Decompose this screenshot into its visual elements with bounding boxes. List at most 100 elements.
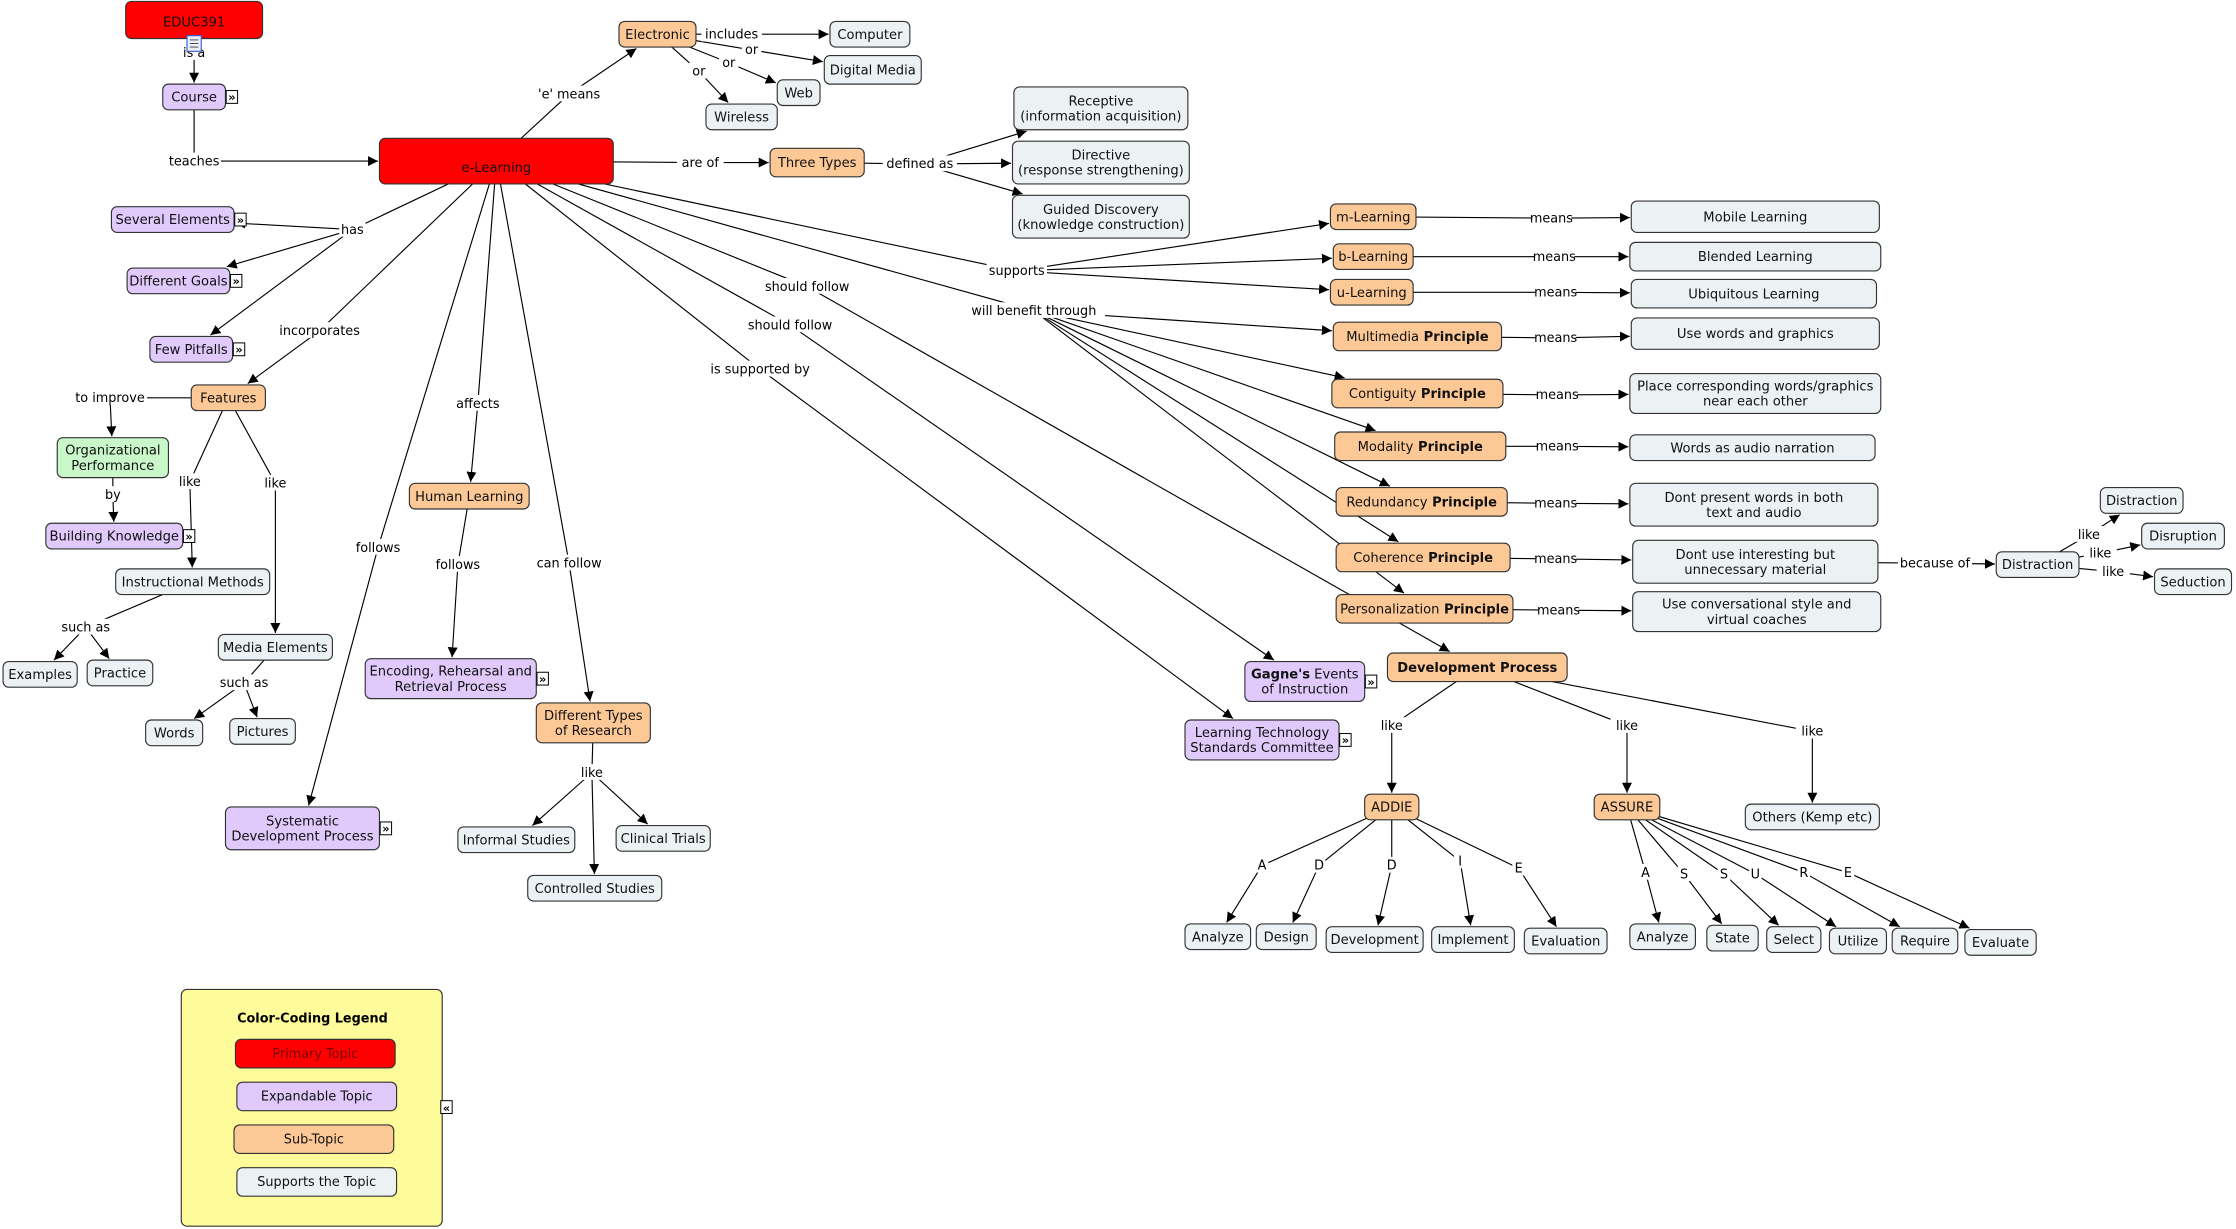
concept-guided[interactable]: Guided Discovery(knowledge construction) <box>1011 194 1190 239</box>
concept-box[interactable] <box>535 702 651 744</box>
concept-box[interactable] <box>1629 241 1882 272</box>
concept-wireless[interactable]: Wireless <box>705 103 778 131</box>
concept-computer[interactable]: Computer <box>829 20 911 48</box>
concept-box[interactable] <box>527 874 663 902</box>
concept-box[interactable] <box>2141 522 2225 550</box>
concept-digital[interactable]: Digital Media <box>823 55 922 85</box>
concept-s_analyze[interactable]: Analyze <box>1629 923 1697 951</box>
concept-mlearn[interactable]: m-Learning <box>1329 203 1417 231</box>
expand-right-icon[interactable]: » <box>379 821 393 836</box>
concept-box[interactable] <box>1632 539 1879 584</box>
concept-box[interactable] <box>1364 793 1420 821</box>
concept-box[interactable] <box>1335 487 1508 517</box>
concept-box[interactable] <box>378 137 614 185</box>
expand-right-icon[interactable]: » <box>1364 674 1378 689</box>
concept-box[interactable] <box>115 568 271 596</box>
concept-coherence[interactable]: Coherence Principle <box>1335 542 1511 573</box>
concept-box[interactable] <box>1828 927 1888 955</box>
concept-ubiquitous[interactable]: Ubiquitous Learning <box>1630 278 1878 309</box>
concept-box[interactable] <box>1331 378 1504 409</box>
concept-box[interactable] <box>1523 927 1608 955</box>
concept-box[interactable] <box>1632 591 1882 633</box>
concept-box[interactable] <box>457 826 576 854</box>
concept-box[interactable] <box>1013 86 1189 131</box>
concept-box[interactable] <box>829 20 911 48</box>
concept-box[interactable] <box>1629 434 1876 462</box>
expand-right-icon[interactable]: » <box>182 529 196 543</box>
expand-right-icon[interactable]: » <box>234 212 247 227</box>
concept-box[interactable] <box>1325 926 1424 953</box>
concept-goals[interactable]: Different Goals» <box>126 267 243 295</box>
concept-distraction[interactable]: Distraction <box>1995 551 2080 579</box>
concept-box[interactable] <box>1329 278 1414 306</box>
concept-three[interactable]: Three Types <box>769 147 865 178</box>
concept-box[interactable] <box>1995 551 2080 579</box>
concept-box[interactable] <box>615 824 711 852</box>
concept-practice[interactable]: Practice <box>86 659 154 687</box>
concept-box[interactable] <box>1011 140 1190 185</box>
concept-box[interactable] <box>1332 321 1503 352</box>
concept-box[interactable] <box>2153 568 2233 596</box>
expand-right-icon[interactable]: » <box>229 273 243 288</box>
concept-seduction[interactable]: Seduction <box>2153 568 2233 596</box>
concept-box[interactable] <box>823 55 922 85</box>
concept-box[interactable] <box>1629 482 1879 527</box>
concept-mobile[interactable]: Mobile Learning <box>1630 200 1880 233</box>
concept-words[interactable]: Words <box>145 719 204 747</box>
concept-s_evaluate[interactable]: Evaluate <box>1964 929 2037 956</box>
concept-devproc[interactable]: Development Process <box>1386 652 1568 683</box>
concept-box[interactable] <box>1386 652 1568 683</box>
concept-informal[interactable]: Informal Studies <box>457 826 576 854</box>
expand-right-icon[interactable]: » <box>225 90 239 104</box>
concept-box[interactable] <box>126 267 231 295</box>
concept-electronic[interactable]: Electronic <box>618 20 697 48</box>
concept-box[interactable] <box>1891 927 1959 955</box>
concept-box[interactable] <box>1744 803 1880 831</box>
concept-s_state[interactable]: State <box>1706 924 1759 952</box>
concept-controlled[interactable]: Controlled Studies <box>527 874 663 902</box>
concept-receptive[interactable]: Receptive(information acquisition) <box>1013 86 1189 131</box>
concept-a_evaluation[interactable]: Evaluation <box>1523 927 1608 955</box>
concept-box[interactable] <box>86 659 154 687</box>
concept-multimedia[interactable]: Multimedia Principle <box>1332 321 1503 352</box>
concept-blended[interactable]: Blended Learning <box>1629 241 1882 272</box>
concept-usewords[interactable]: Use words and graphics <box>1630 317 1880 350</box>
concept-box[interactable] <box>2099 487 2184 514</box>
concept-box[interactable] <box>1244 660 1366 703</box>
concept-box[interactable] <box>1184 719 1340 761</box>
concept-box[interactable] <box>149 335 234 363</box>
concept-web[interactable]: Web <box>776 79 821 107</box>
concept-examples[interactable]: Examples <box>2 660 78 688</box>
concept-ulearn[interactable]: u-Learning <box>1329 278 1414 306</box>
concept-box[interactable] <box>1630 317 1880 350</box>
concept-redundancy[interactable]: Redundancy Principle <box>1335 487 1508 517</box>
concept-box[interactable] <box>224 806 381 851</box>
concept-box[interactable] <box>1766 926 1822 953</box>
concept-box[interactable] <box>162 83 227 111</box>
expand-right-icon[interactable]: » <box>536 671 549 686</box>
concept-personalization[interactable]: Personalization Principle <box>1335 593 1514 624</box>
concept-box[interactable] <box>45 522 184 550</box>
concept-box[interactable] <box>1630 278 1878 309</box>
concept-box[interactable] <box>1332 243 1414 271</box>
concept-distraction2[interactable]: Distraction <box>2099 487 2184 514</box>
concept-features[interactable]: Features <box>190 384 266 412</box>
concept-box[interactable] <box>56 437 170 479</box>
concept-media[interactable]: Media Elements <box>217 633 333 661</box>
concept-s_select[interactable]: Select <box>1766 926 1822 953</box>
concept-box[interactable] <box>776 79 821 107</box>
concept-box[interactable] <box>1629 923 1697 951</box>
concept-wordsaudio[interactable]: Words as audio narration <box>1629 434 1876 462</box>
concept-box[interactable] <box>1334 431 1507 462</box>
concept-a_implement[interactable]: Implement <box>1431 926 1515 953</box>
concept-box[interactable] <box>229 718 296 745</box>
concept-bk[interactable]: Building Knowledge» <box>45 522 196 550</box>
concept-modality[interactable]: Modality Principle <box>1334 431 1507 462</box>
concept-educ[interactable]: EDUC391 <box>125 0 264 52</box>
concept-box[interactable] <box>1593 793 1661 821</box>
concept-box[interactable] <box>1011 194 1190 239</box>
